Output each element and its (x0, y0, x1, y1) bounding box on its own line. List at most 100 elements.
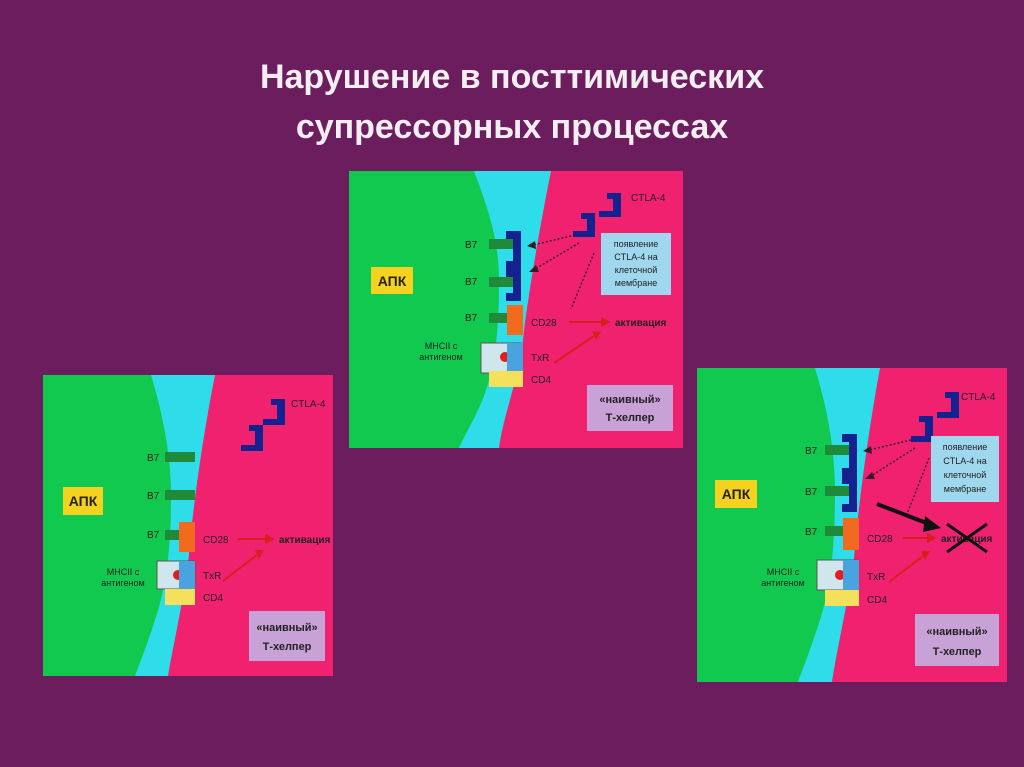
dotted-arrowhead-1 (863, 446, 872, 454)
cd4-molecule (165, 589, 195, 605)
txr-activation-arrow (553, 335, 595, 364)
naive-label-2: Т-хелпер (263, 641, 312, 653)
cd28-receptor (507, 305, 523, 335)
cross-line-2 (946, 522, 988, 554)
note-line-4: мембране (944, 484, 986, 494)
slide-title: Нарушение в посттимических супрессорных … (0, 52, 1024, 152)
cd28-receptor (843, 518, 859, 550)
ctla4-note-box (931, 436, 999, 502)
panel-svg: АПК B7 B7 B7 МНСII с антигеном TxR CD4 C… (349, 171, 683, 448)
ctla4-note-box (601, 233, 671, 295)
txr-label: TxR (203, 571, 221, 582)
txr-activation-arrowhead (255, 550, 264, 559)
note-line-2: CTLA-4 на (614, 252, 657, 262)
mhc-label-1: МНСII с (107, 567, 140, 577)
txr-label: TxR (867, 572, 885, 583)
activation-arrowhead (265, 534, 275, 544)
note-line-1: появление (943, 442, 988, 452)
ctla4-membrane-2 (506, 269, 521, 301)
mhc-label-2: антигеном (101, 578, 144, 588)
ctla4-label: CTLA-4 (631, 193, 666, 204)
cd28-label: CD28 (203, 535, 229, 546)
cd28-label: CD28 (867, 534, 893, 545)
b7-label-1: B7 (147, 453, 160, 464)
title-line-2: супрессорных процессах (295, 108, 729, 146)
naive-label-1: «наивный» (599, 394, 660, 406)
b7-label-1: B7 (465, 240, 478, 251)
dotted-arrowhead-1 (527, 241, 536, 249)
apc-label-box (63, 487, 103, 515)
b7-molecule-1 (165, 452, 195, 462)
b7-label-3: B7 (465, 313, 478, 324)
b7-molecule-3 (825, 526, 857, 536)
naive-t-helper-box (587, 385, 673, 431)
b7-label-3: B7 (805, 527, 818, 538)
b7-molecule-2 (825, 486, 857, 496)
dotted-arrow-2 (534, 242, 580, 270)
naive-label-1: «наивный» (256, 622, 317, 634)
mhc-label-2: антигеном (761, 578, 804, 588)
note-line-3: клеточной (615, 265, 658, 275)
apc-cell (349, 171, 499, 448)
txr-label: TxR (531, 353, 549, 364)
b7-molecule-2 (165, 490, 195, 500)
ctla4-free-2 (241, 425, 263, 451)
naive-label-2: Т-хелпер (606, 412, 655, 424)
activation-arrowhead (927, 533, 937, 543)
ctla4-label: CTLA-4 (291, 399, 326, 410)
ctla4-membrane-1 (506, 231, 521, 269)
antigen (835, 570, 845, 580)
tcr-receptor (507, 343, 523, 371)
panel-svg: АПК B7 B7 B7 МНСII с антигеном TxR CD4 C… (43, 375, 333, 676)
mhc-label-2: антигеном (419, 352, 462, 362)
b7-label-2: B7 (147, 491, 160, 502)
naive-t-helper-box (915, 614, 999, 666)
activation-label: активация (279, 535, 330, 546)
mhc-label-1: МНСII с (767, 567, 800, 577)
dotted-arrowhead-2 (865, 472, 875, 479)
cd4-molecule (489, 371, 523, 387)
diagram-panel-suppression-failure: АПК B7 B7 B7 МНСII с антигеном TxR CD4 C… (697, 368, 1007, 682)
inhibition-arrowhead (923, 516, 941, 532)
panel-svg: АПК B7 B7 B7 МНСII с антигеном TxR CD4 C… (697, 368, 1007, 682)
apc-label: АПК (69, 493, 98, 509)
ctla4-free-1 (263, 399, 285, 425)
tcr-receptor (843, 560, 859, 590)
naive-label-2: Т-хелпер (933, 646, 982, 658)
note-line-3: клеточной (944, 470, 987, 480)
b7-molecule-2 (489, 277, 521, 287)
tcr-receptor (179, 561, 195, 589)
dotted-arrow-2 (870, 447, 916, 477)
apc-cell (43, 375, 171, 676)
apc-cell (697, 368, 835, 682)
dotted-arrow-1 (868, 439, 912, 451)
mhc-label-1: МНСII с (425, 341, 458, 351)
cd4-molecule (825, 590, 859, 606)
apc-label-box (371, 267, 413, 294)
note-line-4: мембране (615, 278, 657, 288)
b7-label-2: B7 (465, 277, 478, 288)
naive-t-helper-box (249, 611, 325, 661)
note-line-1: появление (614, 239, 659, 249)
ctla4-free-2 (911, 416, 933, 442)
diagram-panel-ctla4-appearance: АПК B7 B7 B7 МНСII с антигеном TxR CD4 C… (349, 171, 683, 448)
txr-activation-arrowhead (592, 331, 601, 340)
diagram-panel-normal: АПК B7 B7 B7 МНСII с антигеном TxR CD4 C… (43, 375, 333, 676)
ctla4-free-2 (573, 213, 595, 237)
ctla4-membrane-2 (842, 476, 857, 512)
apc-label: АПК (722, 486, 751, 502)
cd28-receptor (179, 522, 195, 552)
txr-activation-arrowhead (921, 551, 930, 560)
b7-label-1: B7 (805, 446, 818, 457)
ctla4-free-1 (599, 193, 621, 217)
cd4-label: CD4 (203, 593, 223, 604)
apc-label-box (715, 480, 757, 508)
b7-molecule-1 (825, 445, 857, 455)
ctla4-free-1 (937, 392, 959, 418)
ctla4-label: CTLA-4 (961, 392, 996, 403)
note-line-2: CTLA-4 на (943, 456, 986, 466)
dotted-arrowhead-2 (529, 265, 539, 272)
activation-arrowhead (601, 317, 611, 327)
b7-molecule-1 (489, 239, 521, 249)
b7-molecule-3 (489, 313, 521, 323)
